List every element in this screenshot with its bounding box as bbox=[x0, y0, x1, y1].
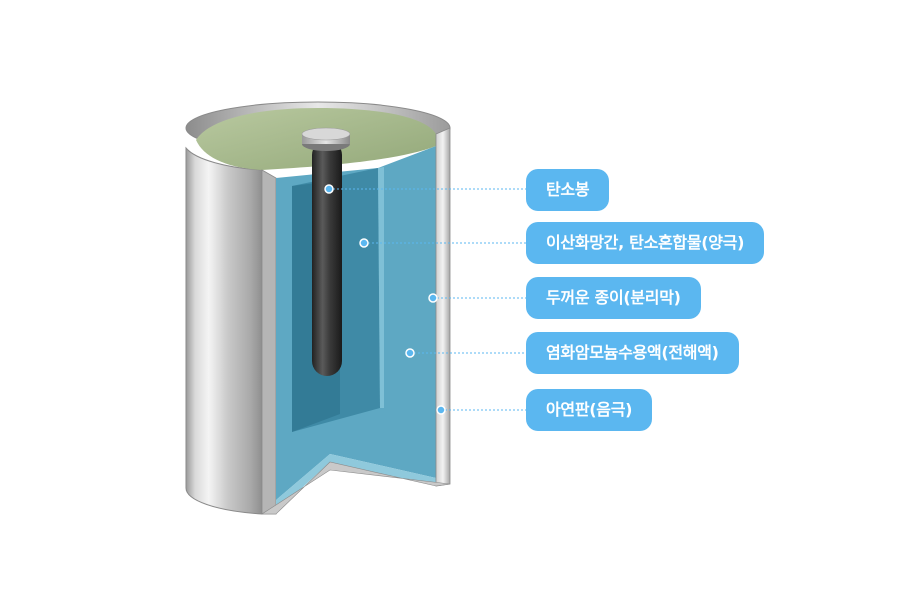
label-electrolyte: 염화암모늄수용액(전해액) bbox=[526, 332, 739, 374]
zinc-casing-outer bbox=[185, 146, 263, 515]
cutaway-left-wall bbox=[261, 169, 277, 515]
anchor-dot-carbon-rod bbox=[324, 184, 334, 194]
label-zinc-anode: 아연판(음극) bbox=[526, 389, 653, 431]
cutaway-bottom-notch bbox=[276, 454, 436, 512]
carbon-rod bbox=[312, 140, 342, 376]
separator-band bbox=[378, 167, 384, 408]
label-carbon-rod: 탄소봉 bbox=[526, 169, 610, 211]
anchor-dots bbox=[324, 184, 446, 415]
anchor-dot-separator bbox=[428, 293, 438, 303]
label-separator: 두꺼운 종이(분리막) bbox=[526, 277, 701, 319]
zinc-casing-right-wall bbox=[435, 127, 451, 487]
carbon-rod-cap-top bbox=[301, 127, 351, 141]
anchor-dot-zinc bbox=[436, 405, 446, 415]
casing-bottom-edge bbox=[260, 461, 451, 515]
label-cathode-mix: 이산화망간, 탄소혼합물(양극) bbox=[526, 222, 765, 264]
anchor-dot-electrolyte bbox=[405, 348, 415, 358]
leader-lines bbox=[329, 188, 526, 411]
anchor-dot-cathode bbox=[359, 238, 369, 248]
